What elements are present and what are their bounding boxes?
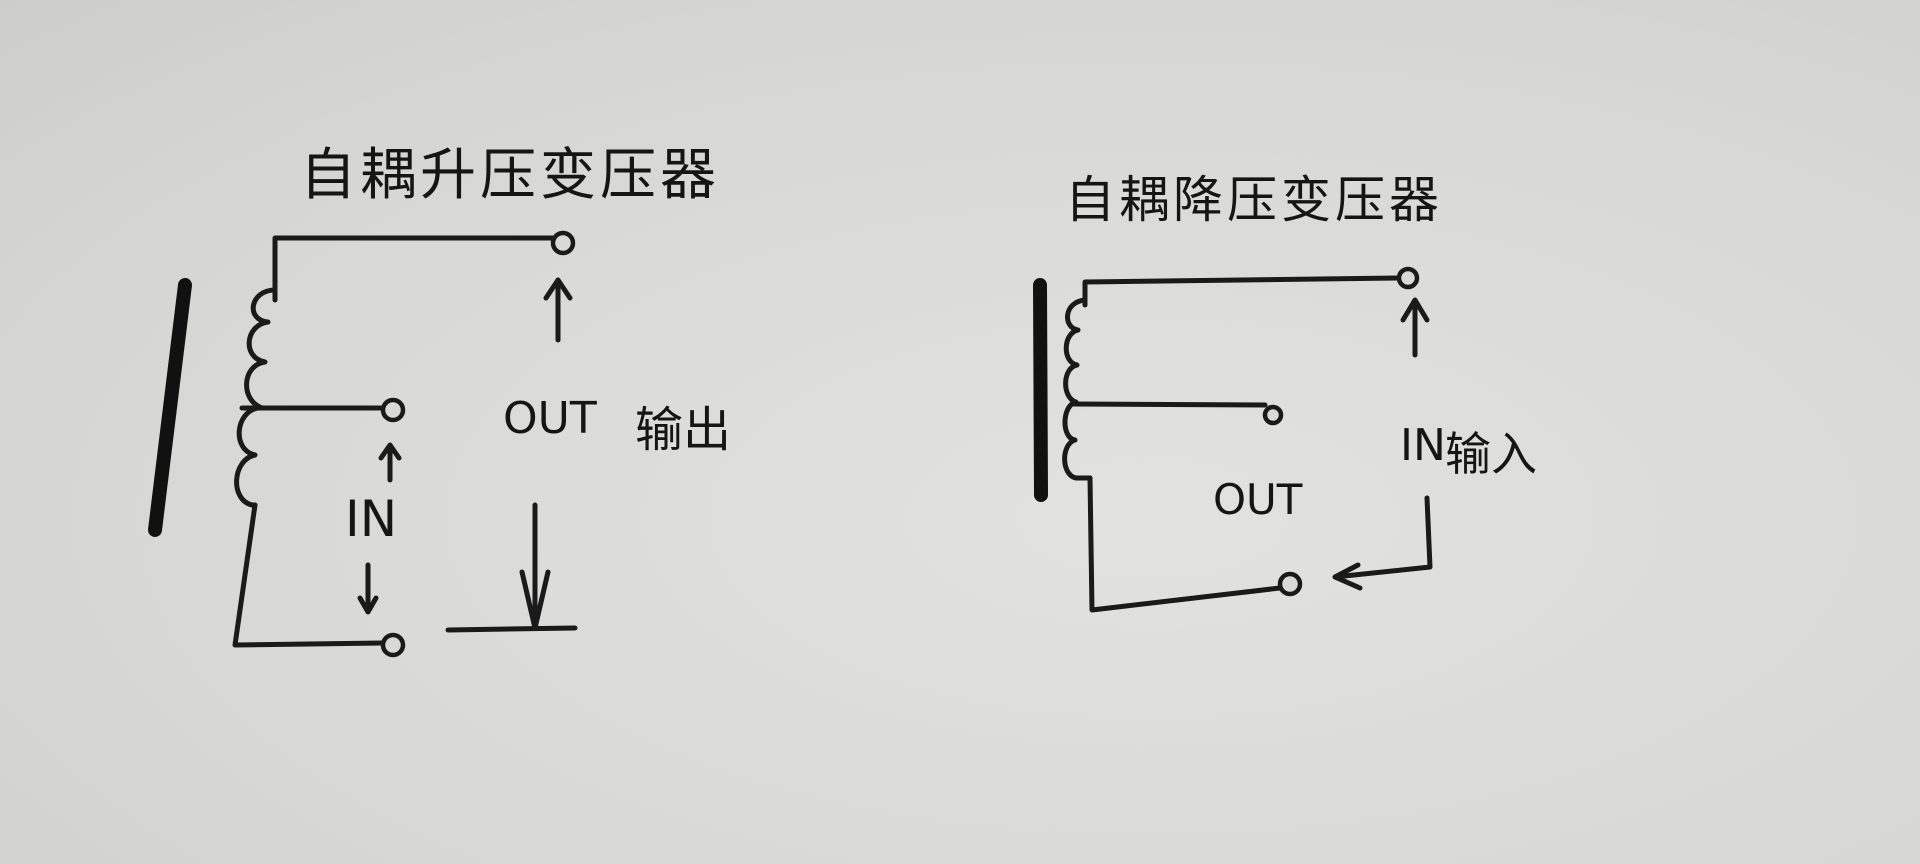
in-arrow-up-icon: [1400, 297, 1430, 358]
step-down-out-label: OUT: [1213, 475, 1303, 524]
bottom-wire: [1087, 475, 1283, 613]
step-up-in-label: IN: [345, 490, 398, 548]
step-down-title: 自耦降压变压器: [1065, 171, 1443, 229]
step-up-out-label: OUT: [503, 393, 597, 444]
top-wire: [272, 235, 558, 303]
step-up-out-cn-label: 输出: [635, 402, 732, 458]
common-terminal-bottom: [380, 632, 406, 658]
step-up-diagram: [148, 230, 578, 658]
in-arrow-up-icon: [378, 442, 402, 483]
in-arrow-return-icon: [1332, 495, 1433, 591]
core-bar: [148, 278, 192, 537]
step-up-title: 自耦升压变压器: [300, 143, 720, 208]
step-down-in-cn-label: 输入: [1445, 427, 1537, 481]
coil-upper: [244, 287, 278, 411]
step-down-diagram: [1033, 266, 1433, 613]
bottom-wire: [232, 502, 388, 648]
input-terminal-tap: [380, 397, 406, 423]
step-down-in-label: IN: [1400, 420, 1446, 471]
coil-lower: [234, 405, 261, 508]
out-arrow-down-icon: [519, 502, 551, 631]
input-terminal-top: [1396, 266, 1420, 290]
top-wire: [1082, 275, 1403, 308]
output-terminal-tap: [1262, 404, 1284, 426]
out-baseline: [445, 625, 578, 633]
output-terminal-top: [550, 230, 576, 256]
coil: [1062, 297, 1093, 481]
in-arrow-down-icon: [357, 562, 379, 615]
out-arrow-up-icon: [543, 277, 573, 343]
common-terminal-bottom: [1277, 571, 1303, 597]
tap-wire: [1070, 401, 1268, 408]
core-bar: [1033, 278, 1048, 502]
